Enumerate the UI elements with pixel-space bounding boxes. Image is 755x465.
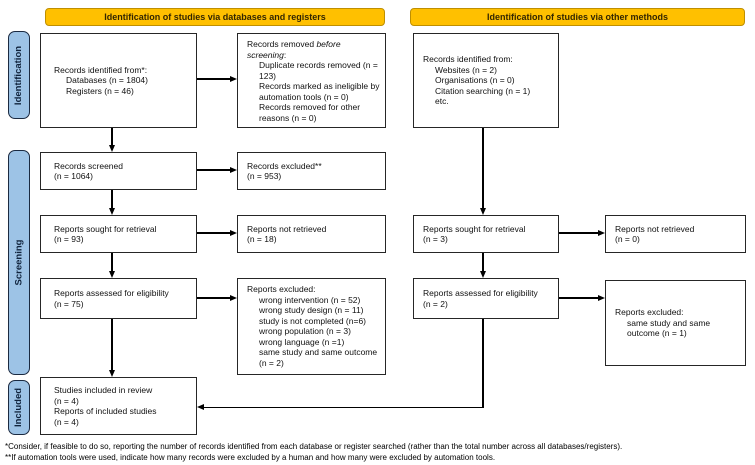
- arrow-assessed-to-included: [111, 319, 113, 370]
- box-line: same study and same outcome (n = 1): [627, 317, 711, 339]
- box-line: Duplicate records removed (n = 123): [259, 60, 378, 81]
- box-line: wrong intervention (n = 52): [259, 294, 361, 305]
- box-line: wrong population (n = 3): [259, 326, 351, 336]
- box-line: Reports assessed for eligibility: [54, 288, 169, 298]
- footnote-2: **If automation tools were used, indicat…: [5, 453, 496, 462]
- box-line: (n = 4): [54, 416, 79, 427]
- arrowhead-down-icon: [479, 208, 486, 215]
- box-records-identified-databases: Records identified from*: Databases (n =…: [40, 33, 197, 128]
- box-line: same study and same outcome (n = 2): [259, 347, 378, 368]
- box-line: (n = 1064): [54, 171, 93, 181]
- box-line: Records excluded**: [247, 160, 322, 171]
- stage-identification-label: Identification: [13, 45, 25, 105]
- box-title: Reports excluded:: [615, 307, 684, 318]
- box-reports-sought-other: Reports sought for retrieval (n = 3): [413, 215, 559, 253]
- box-line: Reports of included studies: [54, 406, 157, 416]
- elbow-otherassessed-to-included: [204, 407, 484, 409]
- header-databases-label: Identification of studies via databases …: [104, 12, 326, 22]
- box-title: Reports excluded:: [247, 284, 316, 294]
- box-reports-assessed-databases: Reports assessed for eligibility (n = 75…: [40, 278, 197, 319]
- box-records-screened: Records screened (n = 1064): [40, 152, 197, 190]
- box-line: Reports sought for retrieval: [54, 223, 157, 234]
- box-line: Databases (n = 1804): [66, 75, 148, 86]
- arrowhead-down-icon: [108, 208, 115, 215]
- box-studies-included: Studies included in review (n = 4) Repor…: [40, 377, 197, 435]
- arrowhead-down-icon: [108, 145, 115, 152]
- box-line: Reports not retrieved: [615, 223, 695, 234]
- box-reports-assessed-other: Reports assessed for eligibility (n = 2): [413, 278, 559, 319]
- arrow-othersought-to-assessed: [482, 253, 484, 271]
- arrowhead-right-icon: [598, 229, 605, 236]
- box-reports-sought-databases: Reports sought for retrieval (n = 93): [40, 215, 197, 253]
- box-records-identified-other: Records identified from: Websites (n = 2…: [413, 33, 559, 128]
- box-title: Records removed before screening:: [247, 39, 341, 60]
- stage-screening: Screening: [8, 150, 30, 375]
- box-title: Records identified from*:: [54, 64, 148, 75]
- header-other-label: Identification of studies via other meth…: [486, 12, 669, 22]
- box-line: (n = 93): [54, 234, 84, 244]
- arrowhead-right-icon: [230, 166, 237, 173]
- arrow-assessed-to-excluded: [197, 297, 230, 299]
- header-databases-registers: Identification of studies via databases …: [45, 8, 385, 26]
- box-line: Records removed for other reasons (n = 0…: [259, 102, 361, 123]
- box-line: (n = 3): [423, 234, 448, 244]
- arrow-otherassessed-to-excluded: [559, 297, 598, 299]
- arrowhead-left-icon: [197, 404, 204, 411]
- box-line: Citation searching (n = 1): [435, 85, 531, 96]
- box-line: Records screened: [54, 160, 123, 171]
- elbow-otherassessed-down: [482, 319, 484, 408]
- arrowhead-down-icon: [108, 271, 115, 278]
- box-reports-not-retrieved-other: Reports not retrieved (n = 0): [605, 215, 746, 253]
- box-line: etc.: [435, 96, 449, 107]
- stage-included: Included: [8, 380, 30, 435]
- arrowhead-down-icon: [479, 271, 486, 278]
- arrow-screened-to-excluded: [197, 169, 230, 171]
- arrowhead-right-icon: [598, 294, 605, 301]
- stage-screening-label: Screening: [13, 239, 25, 286]
- box-title: Records identified from:: [423, 54, 513, 65]
- box-line: Records marked as ineligible by automati…: [259, 81, 380, 102]
- box-line: (n = 75): [54, 298, 84, 309]
- arrowhead-right-icon: [230, 229, 237, 236]
- arrow-otheridentified-to-sought: [482, 128, 484, 208]
- box-line: (n = 18): [247, 234, 277, 244]
- stage-included-label: Included: [13, 387, 25, 428]
- arrowhead-right-icon: [230, 75, 237, 82]
- stage-identification: Identification: [8, 31, 30, 119]
- box-line: (n = 2): [423, 298, 448, 309]
- box-records-excluded: Records excluded** (n = 953): [237, 152, 386, 190]
- box-line: (n = 0): [615, 234, 640, 244]
- box-reports-excluded-other: Reports excluded: same study and same ou…: [605, 280, 746, 366]
- box-line: (n = 953): [247, 171, 282, 181]
- arrow-screened-to-sought: [111, 190, 113, 208]
- arrow-identified-to-screened: [111, 128, 113, 145]
- box-line: (n = 4): [54, 395, 79, 406]
- arrow-identified-to-removed: [197, 78, 230, 80]
- arrow-sought-to-assessed: [111, 253, 113, 271]
- box-line: Reports assessed for eligibility: [423, 288, 538, 298]
- box-records-removed: Records removed before screening: Duplic…: [237, 33, 386, 128]
- box-line: Organisations (n = 0): [435, 75, 515, 86]
- box-line: Reports sought for retrieval: [423, 223, 526, 234]
- box-reports-excluded-databases: Reports excluded: wrong intervention (n …: [237, 278, 386, 375]
- box-line: Studies included in review: [54, 385, 153, 395]
- box-line: Reports not retrieved: [247, 223, 327, 234]
- box-reports-not-retrieved-databases: Reports not retrieved (n = 18): [237, 215, 386, 253]
- arrowhead-right-icon: [230, 294, 237, 301]
- box-line: Registers (n = 46): [66, 85, 134, 96]
- footnote-1: *Consider, if feasible to do so, reporti…: [5, 442, 623, 451]
- box-line: study is not completed (n=6): [259, 315, 367, 326]
- box-line: wrong study design (n = 11): [259, 305, 364, 315]
- header-other-methods: Identification of studies via other meth…: [410, 8, 745, 26]
- arrow-othersought-to-notretrieved: [559, 232, 598, 234]
- box-line: Websites (n = 2): [435, 64, 497, 75]
- arrowhead-down-icon: [108, 370, 115, 377]
- italic-before-screening: before screening: [247, 39, 341, 60]
- arrow-sought-to-notretrieved: [197, 232, 230, 234]
- box-line: wrong language (n =1): [259, 336, 345, 347]
